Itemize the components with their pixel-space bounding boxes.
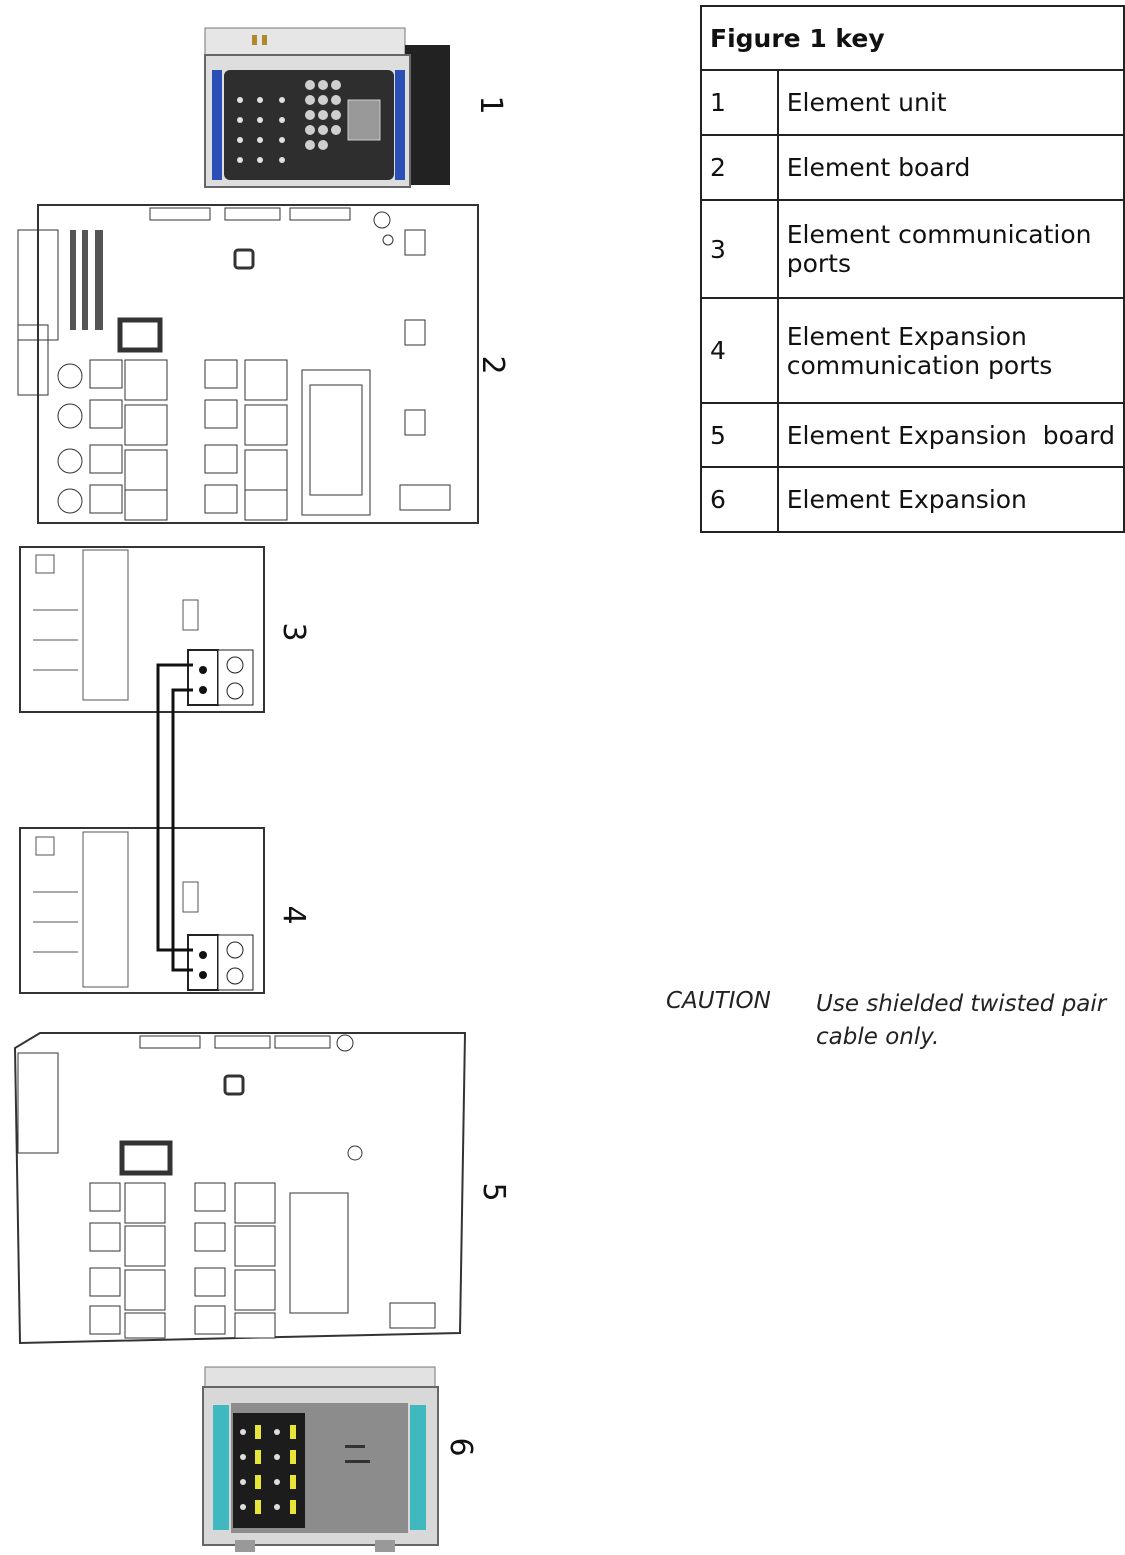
key-number: 6 [700, 466, 779, 533]
element-unit-illustration [204, 27, 450, 188]
callout-1: 1 [473, 95, 508, 115]
key-number: 5 [700, 402, 779, 468]
callout-2: 2 [475, 355, 510, 375]
key-label: Element Expansion [776, 466, 1125, 533]
figure-key-table: Figure 1 key 1 Element unit 2 Element bo… [700, 5, 1125, 533]
callout-5: 5 [476, 1182, 511, 1202]
key-number: 2 [700, 134, 779, 201]
element-expansion-illustration [202, 1366, 439, 1552]
key-label: Element Expansion board [776, 402, 1125, 468]
key-row: 5 Element Expansion board [700, 402, 1125, 468]
key-row: 4 Element Expansion communication ports [700, 297, 1125, 404]
key-label: Element board [776, 134, 1125, 201]
key-row: 2 Element board [700, 134, 1125, 201]
key-label: Element Expansion communication ports [776, 297, 1125, 404]
key-label: Element communication ports [776, 199, 1125, 299]
communication-ports-illustration [19, 546, 265, 994]
key-row: 1 Element unit [700, 69, 1125, 136]
caution-text: Use shielded twisted pair cable only. [816, 991, 1107, 1050]
key-number: 4 [700, 297, 779, 404]
callout-3: 3 [276, 622, 311, 642]
key-number: 1 [700, 69, 779, 136]
key-label: Element unit [776, 69, 1125, 136]
callout-6: 6 [443, 1437, 478, 1457]
element-expansion-board-illustration [13, 1032, 467, 1345]
key-number: 3 [700, 199, 779, 299]
key-row: 3 Element communication ports [700, 199, 1125, 299]
key-title: Figure 1 key [700, 5, 1125, 71]
caution-label: CAUTION [666, 988, 771, 1014]
key-row: 6 Element Expansion [700, 466, 1125, 533]
element-board-illustration [17, 204, 479, 524]
callout-4: 4 [276, 905, 311, 925]
